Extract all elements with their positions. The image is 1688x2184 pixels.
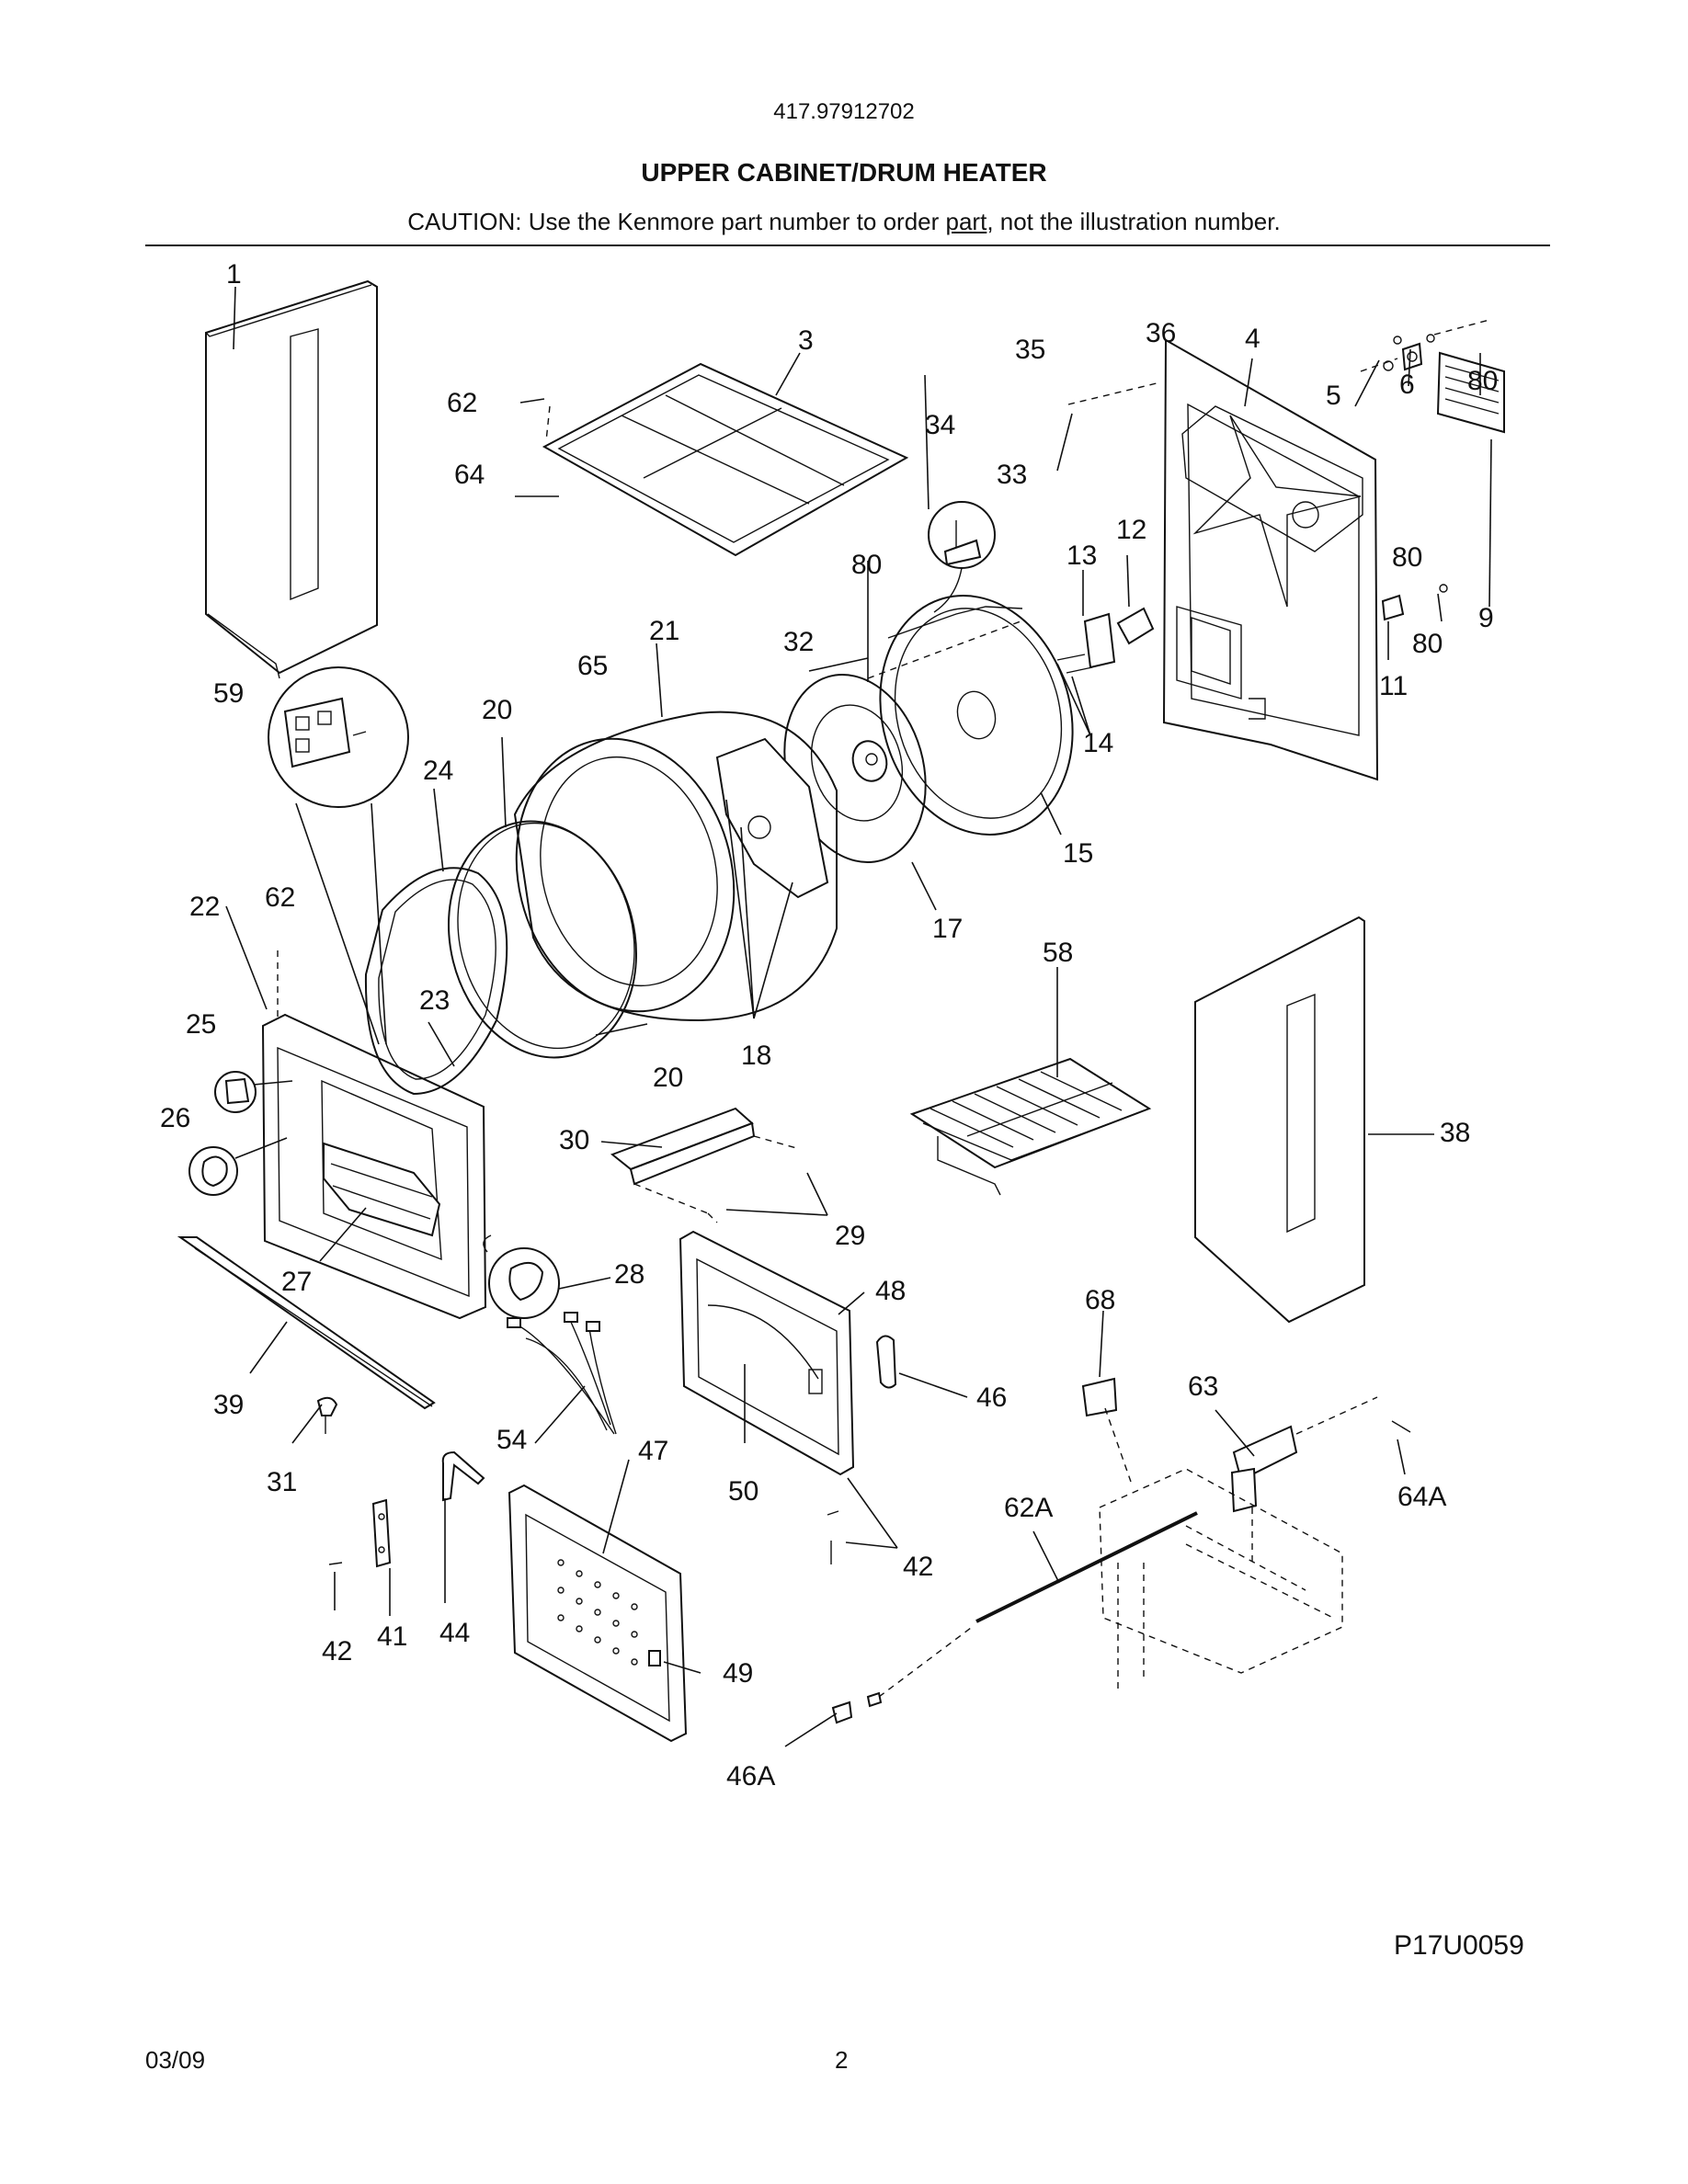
callout-68: 68 [1085, 1285, 1115, 1315]
part-side-panel-left [205, 279, 378, 679]
callout-6: 6 [1399, 370, 1415, 400]
callout-29: 29 [835, 1221, 865, 1251]
callout-labels: 1 3 62 35 36 4 5 6 80 34 64 33 12 13 80 … [160, 259, 1498, 1792]
callout-62A: 62A [1004, 1493, 1053, 1523]
drawing-code: P17U0059 [1394, 1930, 1524, 1961]
callout-42-left: 42 [322, 1636, 352, 1666]
callout-38: 38 [1440, 1118, 1470, 1148]
part-heater-rod-assembly [831, 1377, 1411, 1724]
part-door-handle [875, 1335, 897, 1389]
part-heater-box-outline [1099, 1468, 1343, 1691]
alignment-lines [277, 381, 1161, 1223]
callout-46A: 46A [726, 1761, 775, 1792]
callout-21: 21 [649, 616, 679, 646]
callout-26: 26 [160, 1103, 190, 1133]
callout-3: 3 [798, 325, 814, 356]
callout-62-left: 62 [265, 882, 295, 913]
callout-20-bottom: 20 [653, 1063, 683, 1093]
callout-5: 5 [1326, 381, 1341, 411]
callout-63: 63 [1188, 1371, 1218, 1402]
callout-15: 15 [1063, 838, 1093, 869]
leader-lines [225, 286, 1492, 1747]
callout-18: 18 [741, 1041, 771, 1071]
part-door-switch-detail [268, 666, 409, 1045]
callout-58: 58 [1043, 938, 1073, 968]
callout-23: 23 [419, 985, 450, 1016]
callout-22: 22 [189, 892, 220, 922]
callout-35: 35 [1015, 335, 1045, 365]
caution-note: CAUTION: Use the Kenmore part number to … [0, 208, 1688, 236]
caution-part-word: part [945, 208, 987, 235]
page-number: 2 [835, 2046, 849, 2074]
part-toe-bracket [610, 1107, 801, 1214]
callout-30: 30 [559, 1125, 589, 1155]
part-toe-strip [177, 1236, 436, 1410]
callout-42-right: 42 [903, 1552, 933, 1582]
part-wire-harness [507, 1312, 617, 1435]
callout-64A: 64A [1397, 1482, 1446, 1512]
part-front-bearing-ring [448, 820, 637, 1059]
model-number: 417.97912702 [773, 99, 915, 124]
part-top-panel [542, 362, 909, 557]
callout-11: 11 [1379, 671, 1408, 701]
callout-4: 4 [1245, 324, 1260, 354]
callout-9: 9 [1478, 603, 1494, 633]
callout-36: 36 [1146, 318, 1176, 348]
callout-39: 39 [213, 1390, 244, 1420]
part-door-catch-detail [483, 1234, 560, 1319]
revision-date: 03/09 [145, 2046, 206, 2074]
callout-31: 31 [267, 1467, 297, 1497]
callout-48: 48 [875, 1276, 906, 1306]
callout-80-c: 80 [1392, 542, 1422, 573]
callout-25: 25 [186, 1009, 216, 1040]
callout-47: 47 [638, 1436, 668, 1466]
callout-80-a: 80 [1467, 366, 1498, 396]
callout-1: 1 [226, 259, 242, 290]
callout-46: 46 [976, 1382, 1007, 1413]
part-drum [513, 711, 838, 1022]
part-drying-rack [909, 1057, 1152, 1196]
part-felt-seal [364, 867, 508, 1096]
part-terminal-block [1056, 607, 1155, 674]
header-rule [145, 245, 1550, 246]
caution-suffix: , not the illustration number. [987, 208, 1281, 235]
part-lamp-socket-details [188, 1071, 293, 1196]
callout-14: 14 [1083, 728, 1113, 758]
callout-32: 32 [783, 627, 814, 657]
callout-50: 50 [728, 1476, 758, 1507]
callout-64: 64 [454, 460, 485, 490]
caution-prefix: CAUTION: Use the Kenmore part number to … [407, 208, 946, 235]
callout-12: 12 [1116, 515, 1146, 545]
callout-13: 13 [1066, 540, 1097, 571]
part-front-panel [261, 1013, 487, 1320]
part-rear-panel [1162, 338, 1379, 781]
part-door-outer [679, 1230, 855, 1476]
callout-41: 41 [377, 1621, 407, 1652]
part-side-panel-right [1194, 916, 1365, 1324]
callout-27: 27 [281, 1267, 312, 1297]
callout-80-b: 80 [851, 550, 882, 580]
callout-54: 54 [496, 1425, 527, 1455]
part-door-inner [508, 1484, 688, 1743]
part-rear-small-hardware [1360, 319, 1505, 621]
part-screw-31 [316, 1396, 338, 1434]
callout-62-top: 62 [447, 388, 477, 418]
callout-65: 65 [577, 651, 608, 681]
callout-34: 34 [925, 410, 955, 440]
callout-33: 33 [997, 460, 1027, 490]
callout-49: 49 [723, 1658, 753, 1689]
callout-80-d: 80 [1412, 629, 1443, 659]
callout-17: 17 [932, 914, 963, 944]
callout-28: 28 [614, 1259, 644, 1290]
callout-24: 24 [423, 756, 453, 786]
part-hinge-and-hardware [328, 1450, 839, 1568]
part-thermostat-detail [928, 501, 996, 613]
callout-44: 44 [439, 1618, 470, 1648]
page-title: UPPER CABINET/DRUM HEATER [641, 158, 1047, 187]
part-heater-housing [879, 595, 1074, 836]
callout-59: 59 [213, 678, 244, 709]
callout-20-top: 20 [482, 695, 512, 725]
